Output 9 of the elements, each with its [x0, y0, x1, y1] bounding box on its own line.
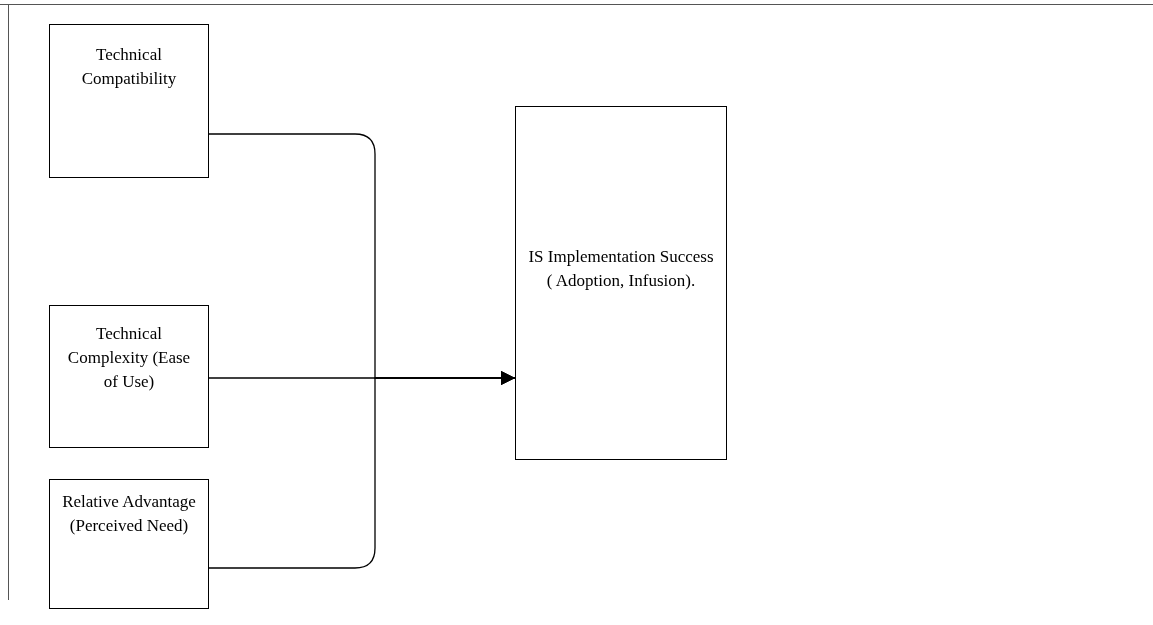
box-label: Technical Complexity (Ease of Use) [66, 323, 192, 393]
connector-arrow [208, 371, 516, 569]
box-label: Technical Compatibility [80, 44, 178, 90]
process-box [49, 24, 209, 178]
process-box [515, 106, 727, 460]
process-box [49, 479, 209, 609]
process-box [49, 305, 209, 448]
box-label: IS Implementation Success ( Adoption, Infusion). [527, 246, 715, 292]
box-label: Relative Advantage (Perceived Need) [61, 491, 197, 537]
